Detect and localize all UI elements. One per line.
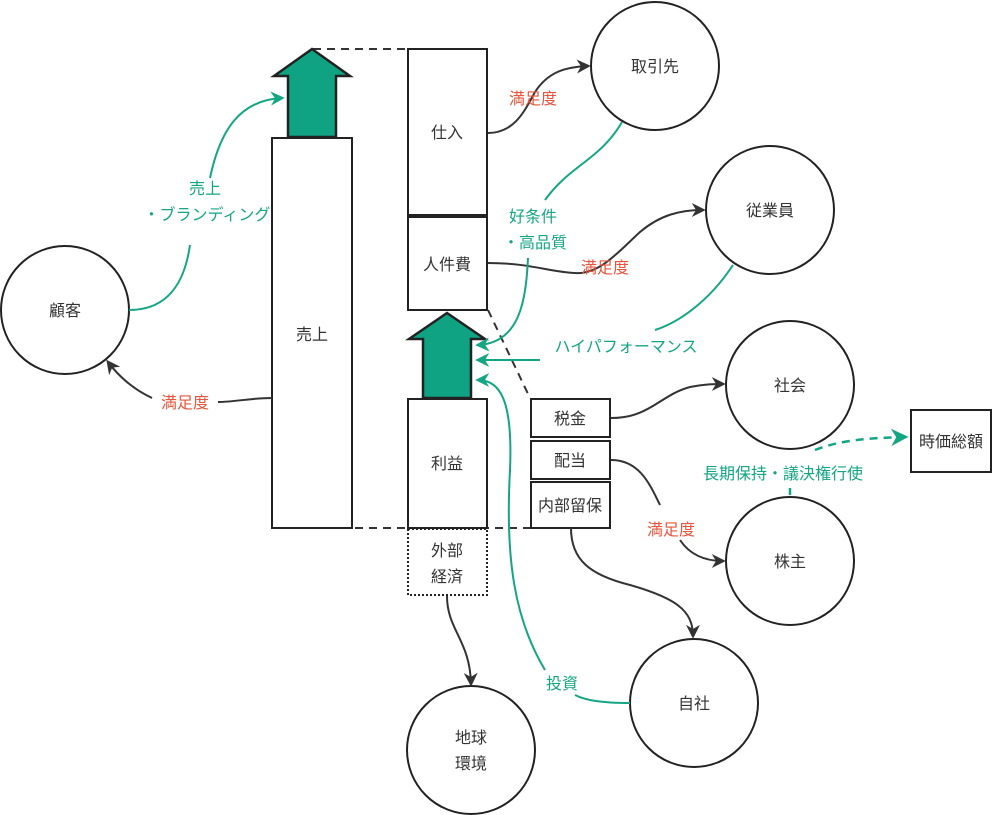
- edge-dividend-shareholder: [610, 459, 723, 561]
- purchase-box: [407, 48, 488, 216]
- external-box: [407, 528, 488, 596]
- employee-label: 従業員: [746, 201, 794, 220]
- edge-customer-sales: [128, 98, 282, 311]
- labor-box: [407, 216, 488, 311]
- satisfaction-label-employee: 満足度: [581, 258, 629, 277]
- purchase-label: 仕入: [431, 123, 463, 142]
- society-node: [725, 320, 855, 450]
- profit-label: 利益: [431, 454, 463, 473]
- guide-dash-diagonal: [487, 309, 531, 399]
- dividend-label: 配当: [554, 451, 586, 470]
- dividend-box: [530, 440, 611, 480]
- external-label-2: 経済: [431, 567, 463, 586]
- tax-box: [530, 398, 611, 438]
- customer-label: 顧客: [49, 301, 81, 320]
- earth-label-1: 地球: [455, 728, 487, 747]
- tax-label: 税金: [554, 409, 586, 428]
- edge-tax-society: [610, 377, 726, 419]
- profit-box: [407, 398, 488, 529]
- edge-company-profit: [478, 380, 631, 704]
- good-terms-label-1: 好条件: [509, 207, 557, 226]
- satisfaction-label-shareholder: 満足度: [647, 520, 695, 539]
- edge-supplier-profit: [478, 121, 623, 345]
- employee-node: [705, 145, 835, 275]
- sales-branding-label-1: 売上: [189, 179, 221, 198]
- profit-growth-arrow: [404, 311, 490, 400]
- market-cap-label: 時価総額: [919, 432, 983, 451]
- edge-purchase-supplier: [487, 59, 591, 134]
- edge-sales-customer: [108, 362, 273, 403]
- sales-box: [271, 137, 353, 529]
- satisfaction-label-supplier: 満足度: [509, 89, 557, 108]
- labor-label: 人件費: [423, 255, 471, 274]
- society-label: 社会: [774, 376, 806, 395]
- edge-employee-profit: [478, 264, 734, 360]
- good-terms-label-2: ・高品質: [503, 233, 567, 252]
- sales-growth-arrow: [270, 47, 354, 139]
- company-label: 自社: [678, 694, 710, 713]
- external-label-1: 外部: [431, 541, 463, 560]
- earth-node: [406, 685, 536, 815]
- long-term-label: 長期保持・議決権行使: [703, 464, 863, 483]
- shareholder-label: 株主: [774, 552, 806, 571]
- investment-label: 投資: [546, 674, 578, 693]
- earth-label-2: 環境: [455, 754, 487, 773]
- sales-branding-label-2: ・ブランディング: [144, 205, 271, 224]
- edge-external-earth: [446, 595, 478, 687]
- satisfaction-label-customer: 満足度: [161, 393, 209, 412]
- retained-label: 内部留保: [538, 496, 602, 515]
- supplier-label: 取引先: [631, 57, 679, 76]
- high-performance-label: ハイパフォーマンス: [554, 337, 697, 356]
- edge-labor-employee: [487, 203, 706, 275]
- sales-label: 売上: [296, 325, 328, 344]
- edge-retained-company: [570, 527, 700, 639]
- market-cap-box: [910, 409, 992, 473]
- supplier-node: [590, 1, 720, 131]
- edge-shareholder-marketcap: [788, 437, 905, 495]
